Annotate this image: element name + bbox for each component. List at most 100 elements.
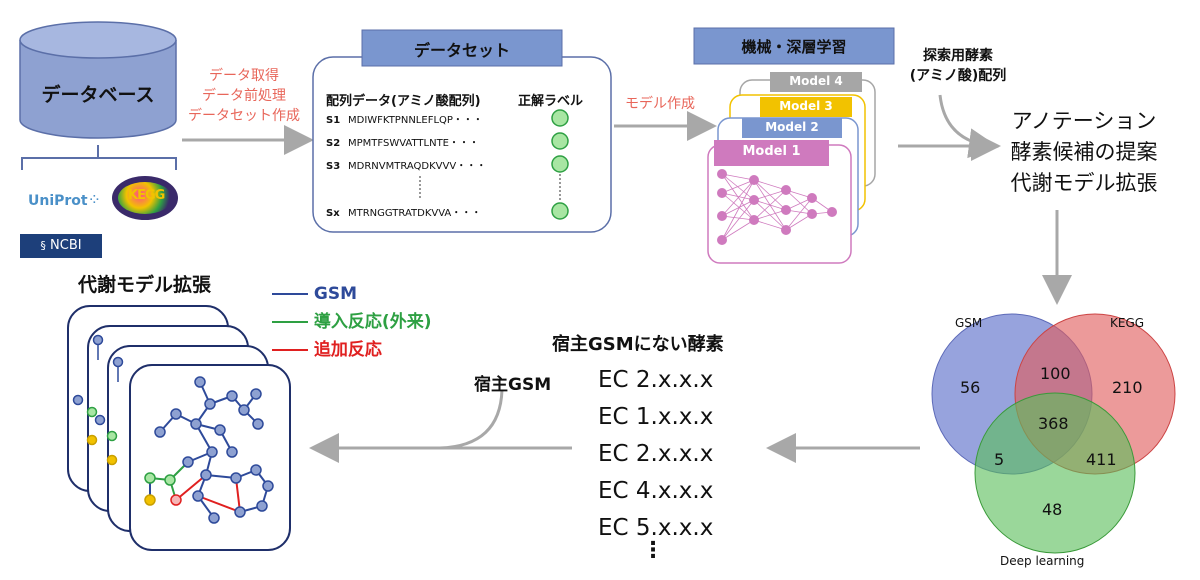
legend: GSM 導入反応(外来) 追加反応 — [272, 280, 431, 364]
nn-node — [717, 211, 727, 221]
venn-value: 368 — [1038, 414, 1069, 433]
nn-node — [781, 225, 791, 235]
venn-value: 100 — [1040, 364, 1071, 383]
venn-value: 411 — [1086, 450, 1117, 469]
nn-edge — [785, 189, 813, 215]
arrow-query-curve — [938, 94, 999, 159]
database-cylinder — [19, 21, 177, 139]
legend-item-gsm: GSM — [272, 280, 431, 308]
uniprot-logo: UniProt⁘ — [28, 190, 102, 209]
metabolite-node — [200, 469, 212, 481]
enzyme-item: EC 4.x.x.x — [598, 478, 714, 504]
venn-value: 5 — [994, 450, 1005, 469]
metabolite-node — [226, 390, 238, 402]
neural-network — [717, 169, 837, 245]
nn-edge — [721, 173, 755, 201]
nn-node — [717, 235, 727, 245]
reaction-edge — [197, 495, 241, 513]
nn-node — [749, 215, 759, 225]
metabolite-node — [238, 404, 250, 416]
nn-node — [827, 207, 837, 217]
nn-node — [717, 188, 727, 198]
metabolite-node — [214, 424, 226, 436]
nn-edge — [721, 179, 755, 241]
nn-edge — [721, 219, 755, 241]
metabolite-node — [204, 398, 216, 410]
legend-item-introduced: 導入反応(外来) — [272, 308, 431, 336]
nn-edge — [721, 192, 755, 221]
enzyme-item: EC 2.x.x.x — [598, 441, 714, 467]
metabolite-node — [230, 472, 242, 484]
dataset-title-box — [361, 29, 563, 67]
nn-edge — [721, 215, 755, 221]
enzymes-title: 宿主GSMにない酵素 — [552, 334, 724, 355]
legend-item-added: 追加反応 — [272, 336, 431, 364]
model-2-label: Model 2 — [765, 120, 819, 134]
metabolic-network — [144, 376, 274, 524]
label-circles — [551, 109, 569, 220]
database-label: データベース — [41, 84, 155, 106]
host-gsm-label: 宿主GSM — [474, 375, 552, 395]
metabolite-node — [256, 500, 268, 512]
metabolite-node — [206, 446, 218, 458]
nn-edge — [753, 179, 787, 191]
nn-edge — [721, 173, 755, 181]
metabolite-node — [182, 456, 194, 468]
nn-node — [749, 175, 759, 185]
enzyme-item: EC 2.x.x.x — [598, 367, 714, 393]
reaction-edge — [175, 474, 207, 501]
nn-node — [781, 185, 791, 195]
venn-value: 48 — [1042, 500, 1063, 519]
metabolite-node — [226, 446, 238, 458]
nn-edge — [753, 209, 787, 221]
nn-edge — [721, 173, 755, 221]
source-bracket — [21, 145, 177, 170]
label-header: 正解ラベル — [518, 94, 584, 109]
ml-title: 機械・深層学習 — [741, 38, 847, 56]
nn-node — [749, 195, 759, 205]
nn-node — [807, 209, 817, 219]
nn-edge — [721, 179, 755, 217]
kegg-logo: KEGG — [112, 176, 178, 220]
nn-edge — [785, 197, 813, 231]
ncbi-logo: § NCBI — [20, 234, 102, 258]
query-label: 探索用酵素 (アミノ酸)配列 — [909, 48, 1007, 84]
arrow-host-curve — [439, 389, 504, 450]
nn-edge — [753, 219, 787, 231]
venn-diagram — [931, 313, 1176, 554]
metabolite-node — [190, 418, 202, 430]
venn-label-kegg: KEGG — [1110, 316, 1145, 330]
model-3-label: Model 3 — [779, 99, 833, 113]
ml-title-box — [693, 27, 895, 65]
nn-edge — [753, 189, 787, 221]
metabolite-node — [208, 512, 220, 524]
model-1-label: Model 1 — [742, 144, 801, 159]
nn-edge — [721, 199, 755, 241]
data-prep-steps: データ取得 データ前処理 データセット作成 — [188, 68, 300, 124]
nn-edge — [753, 189, 787, 201]
enzyme-item: EC 1.x.x.x — [598, 404, 714, 430]
metabolite-node — [170, 408, 182, 420]
nn-node — [781, 205, 791, 215]
venn-value: 210 — [1112, 378, 1143, 397]
enzyme-item: EC 5.x.x.x — [598, 515, 714, 541]
seq-header: 配列データ(アミノ酸配列) — [326, 94, 481, 109]
metabolite-node — [144, 494, 156, 506]
venn-label-gsm: GSM — [955, 316, 983, 330]
dataset-title: データセット — [413, 41, 510, 60]
model-stack — [707, 72, 876, 264]
model-build-label: モデル作成 — [625, 96, 695, 112]
nn-node — [807, 193, 817, 203]
metabolite-node — [164, 474, 176, 486]
model-4-label: Model 4 — [789, 74, 843, 88]
nn-edge — [785, 213, 813, 231]
nn-edge — [721, 199, 755, 217]
metabolite-node — [234, 506, 246, 518]
enzyme-more: ⋮ — [642, 538, 664, 563]
venn-label-dl: Deep learning — [1000, 554, 1085, 568]
metabolite-node — [154, 426, 166, 438]
